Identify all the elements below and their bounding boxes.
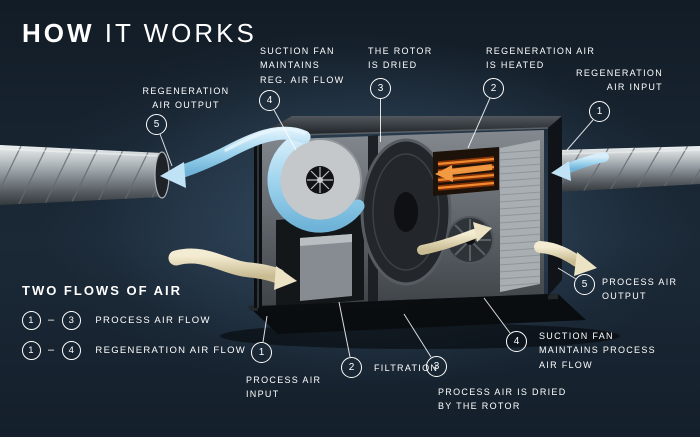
callout-label-reg-air-input: REGENERATION AIR INPUT — [576, 68, 663, 93]
leader-lines — [159, 97, 594, 358]
heated-air-arrow — [449, 164, 493, 175]
callout-circle-2-top: 2 — [483, 78, 504, 99]
bottom-lip — [258, 294, 548, 312]
title-rest: IT WORKS — [94, 18, 257, 48]
heated-air-arrowhead — [435, 165, 453, 182]
legend-row-regeneration: 1 – 4 REGENERATION AIR FLOW — [22, 341, 246, 360]
legend-heading: TWO FLOWS OF AIR — [22, 283, 183, 298]
callout-number: 5 — [581, 279, 588, 290]
callout-circle-5-bottom: 5 — [574, 274, 595, 295]
regeneration-input-arrowhead — [551, 161, 571, 181]
process-air-output-arrow — [534, 241, 583, 267]
legend-circle: 1 — [22, 341, 41, 360]
left-duct — [0, 145, 170, 205]
callout-circle-1-top: 1 — [589, 101, 610, 122]
callout-circle-1-bottom: 1 — [251, 342, 272, 363]
callout-label-process-air-input: PROCESS AIR INPUT — [246, 375, 322, 400]
callout-number: 3 — [377, 83, 384, 94]
regeneration-air-output-arrow — [173, 126, 311, 179]
legend-number: 4 — [68, 345, 76, 356]
legend-circle: 3 — [62, 311, 82, 330]
legend: TWO FLOWS OF AIR 1 – 3 PROCESS AIR FLOW … — [22, 283, 246, 371]
callout-number: 5 — [153, 119, 160, 130]
callout-label-suction-fan-reg: SUCTION FAN MAINTAINS REG. AIR FLOW — [260, 46, 345, 85]
callout-circle-5-top: 5 — [146, 114, 167, 135]
regeneration-air-flow-arrow — [267, 130, 365, 233]
legend-label: PROCESS AIR FLOW — [95, 315, 211, 326]
callout-circle-4-bottom: 4 — [506, 331, 527, 352]
callout-label-process-air-output: PROCESS AIR OUTPUT — [602, 277, 678, 302]
legend-label: REGENERATION AIR FLOW — [95, 345, 247, 356]
filter-box — [300, 234, 352, 301]
process-air-input-arrow — [168, 248, 286, 284]
callout-label-process-air-dried: PROCESS AIR IS DRIED BY THE ROTOR — [438, 387, 567, 412]
callout-number: 2 — [490, 83, 497, 94]
regeneration-fan — [278, 138, 362, 222]
callout-number: 1 — [258, 347, 265, 358]
top-panel — [258, 116, 562, 136]
air-flows — [160, 126, 609, 290]
callout-number: 2 — [348, 362, 355, 373]
legend-separator: – — [48, 314, 56, 326]
callout-label-suction-fan-process: SUCTION FAN MAINTAINS PROCESS AIR FLOW — [539, 331, 656, 370]
callout-label-reg-air-heated: REGENERATION AIR IS HEATED — [486, 46, 596, 71]
callout-label-rotor-dried: THE ROTOR IS DRIED — [368, 46, 433, 71]
callout-circle-4-top: 4 — [259, 90, 280, 111]
legend-number: 3 — [68, 315, 76, 326]
callout-number: 4 — [513, 336, 520, 347]
filter-box-top — [300, 234, 352, 246]
callout-circle-3-top: 3 — [370, 78, 391, 99]
output-grille — [500, 140, 540, 292]
callout-label-reg-air-output: REGENERATION AIR OUTPUT — [142, 86, 230, 111]
process-input-arrowhead — [274, 266, 297, 290]
legend-number: 1 — [28, 345, 35, 356]
legend-row-process: 1 – 3 PROCESS AIR FLOW — [22, 311, 246, 330]
page-title: HOW IT WORKS — [22, 18, 257, 49]
legend-number: 1 — [28, 315, 35, 326]
callout-circle-2-bottom: 2 — [341, 357, 362, 378]
legend-separator: – — [48, 344, 56, 356]
legend-circle: 4 — [62, 341, 82, 360]
callout-number: 1 — [596, 106, 603, 117]
legend-circle: 1 — [22, 311, 41, 330]
process-output-arrowhead — [574, 252, 597, 276]
dehumidifier-unit — [220, 116, 620, 349]
callout-circle-3-bottom: 3 — [426, 356, 447, 377]
regeneration-output-arrowhead — [160, 162, 186, 188]
process-air-interior-arrow — [417, 229, 479, 255]
callout-number: 4 — [266, 95, 273, 106]
process-interior-arrowhead — [473, 222, 492, 242]
title-bold: HOW — [22, 18, 95, 48]
callout-number: 3 — [433, 361, 440, 372]
callout-label-filtration: FILTRATION — [374, 363, 439, 373]
